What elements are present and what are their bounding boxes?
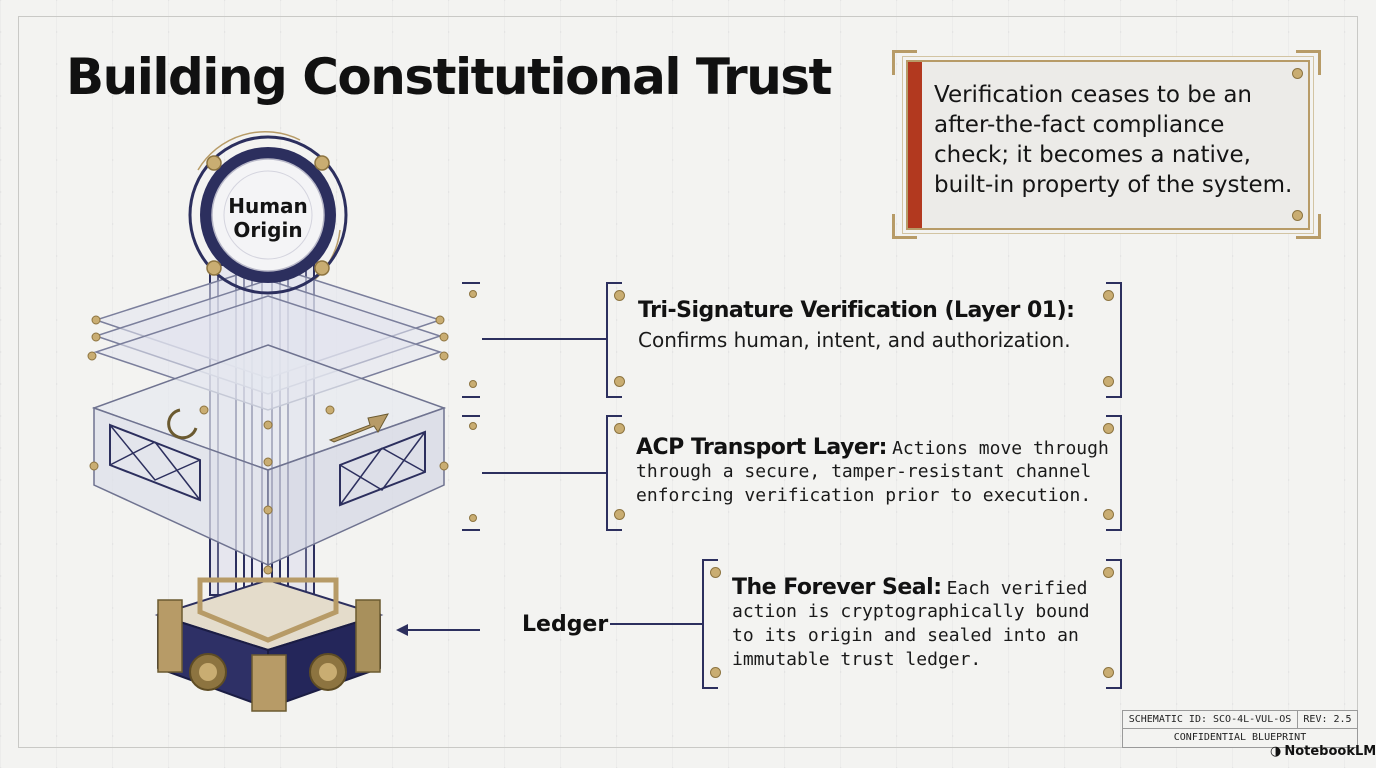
rivet-icon [1103, 667, 1114, 678]
callout-first-line: ACP Transport Layer: Actions move throug… [636, 435, 1109, 460]
ledger-base [154, 577, 384, 712]
brand-name: NotebookLM [1284, 744, 1376, 759]
quote-accent-bar [908, 62, 922, 228]
callout-bracket-left [606, 415, 622, 531]
schematic-title-block: SCHEMATIC ID: SCO-4L-VUL-OS REV: 2.5 CON… [1122, 710, 1358, 748]
human-origin-label: Human Origin [218, 194, 318, 242]
callout-title: Tri-Signature Verification (Layer 01): [638, 298, 1075, 323]
rivet-icon [1103, 290, 1114, 301]
quote-corner-bracket [892, 50, 917, 75]
callout-bracket-left [606, 282, 622, 398]
schematic-revision: REV: 2.5 [1298, 711, 1357, 729]
callout-body: Confirms human, intent, and authorizatio… [638, 328, 1071, 352]
rivet-icon [1103, 423, 1114, 434]
rivet-icon [614, 423, 625, 434]
schematic-id: SCHEMATIC ID: SCO-4L-VUL-OS [1123, 711, 1298, 729]
quote-text: Verification ceases to be an after-the-f… [934, 82, 1293, 198]
callout-title: The Forever Seal: [732, 575, 942, 600]
callout-body-line: action is cryptographically bound [732, 601, 1090, 622]
callout-body-line: to its origin and sealed into an [732, 625, 1079, 646]
quote-box: Verification ceases to be an after-the-f… [906, 60, 1310, 230]
notebooklm-logo: ◑NotebookLM [1270, 744, 1376, 759]
callout-body-line: Each verified [946, 578, 1088, 599]
rivet-icon [1292, 210, 1303, 221]
page-title: Building Constitutional Trust [66, 48, 832, 106]
callout-body-line: through a secure, tamper-resistant chann… [636, 461, 1092, 482]
ledger-label: Ledger [522, 612, 609, 637]
callout-first-line: The Forever Seal: Each verified [732, 575, 1087, 600]
callout-body-line: immutable trust ledger. [732, 649, 982, 670]
rivet-icon [1103, 509, 1114, 520]
rivet-icon [710, 567, 721, 578]
callout-body-line: Actions move through [892, 438, 1109, 459]
tower-illustration [87, 131, 480, 712]
human-origin-label-line1: Human [228, 194, 308, 218]
rivet-icon [710, 667, 721, 678]
rivet-icon [614, 376, 625, 387]
connector-line [482, 472, 606, 474]
quote-corner-bracket [1296, 214, 1321, 239]
callout-bracket-right [1106, 282, 1122, 398]
notebooklm-logo-icon: ◑ [1270, 744, 1282, 759]
callout-bracket-left [702, 559, 718, 689]
human-origin-label-line2: Origin [233, 218, 303, 242]
rivet-icon [1103, 376, 1114, 387]
quote-corner-bracket [892, 214, 917, 239]
callout-forever-seal: The Forever Seal: Each verified action i… [702, 559, 1122, 689]
tower-bracket [462, 282, 480, 531]
transport-layer-housing [91, 344, 447, 567]
callout-bracket-right [1106, 559, 1122, 689]
callout-body-line: enforcing verification prior to executio… [636, 485, 1092, 506]
callout-tri-signature: Tri-Signature Verification (Layer 01): C… [606, 282, 1122, 398]
rivet-icon [614, 290, 625, 301]
human-origin-orb [188, 135, 348, 295]
rivet-icon [1292, 68, 1303, 79]
orbit-arc [197, 131, 301, 171]
callout-bracket-right [1106, 415, 1122, 531]
blueprint-frame [18, 16, 1358, 748]
rivet-icon [1103, 567, 1114, 578]
callout-acp-transport: ACP Transport Layer: Actions move throug… [606, 415, 1122, 531]
connector-line [482, 338, 606, 340]
arrow-head-icon [396, 624, 408, 636]
rivet-icon [614, 509, 625, 520]
schematic-classification: CONFIDENTIAL BLUEPRINT [1173, 732, 1307, 743]
callout-title: ACP Transport Layer: [636, 435, 887, 460]
quote-corner-bracket [1296, 50, 1321, 75]
connector-line [610, 623, 702, 625]
bolt-icons [87, 315, 449, 575]
